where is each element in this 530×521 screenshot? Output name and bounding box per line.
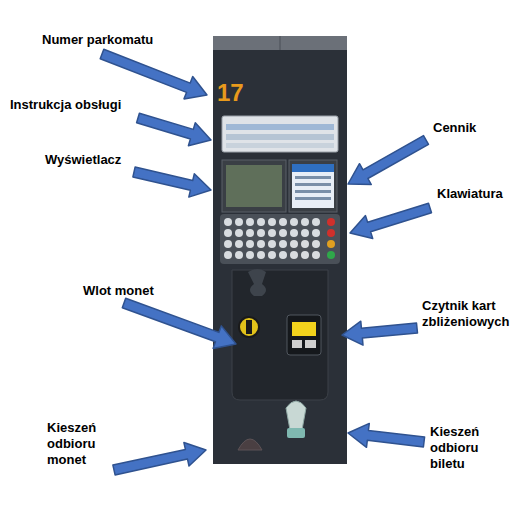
- keypad-key: [290, 240, 298, 248]
- part-label: Instrukcja obsługi: [10, 97, 121, 113]
- price-list-line: [295, 176, 331, 179]
- instruction-strip: [226, 134, 334, 140]
- callout-arrow: [342, 321, 418, 345]
- part-label: Cennik: [433, 120, 476, 136]
- keypad-panel: [220, 214, 340, 264]
- keypad-key: [257, 240, 265, 248]
- part-label: Kieszeń odbioru monet: [47, 420, 109, 468]
- function-key: [327, 229, 335, 237]
- keypad-key: [246, 240, 254, 248]
- price-list-line: [295, 183, 331, 186]
- keypad-key: [257, 218, 265, 226]
- keypad-key: [301, 251, 309, 259]
- callout-arrow: [348, 423, 425, 447]
- callout-arrow: [113, 443, 206, 475]
- callout-arrow: [122, 298, 236, 348]
- keypad-key: [279, 229, 287, 237]
- price-list-frame: [289, 160, 337, 212]
- callout-arrow: [350, 203, 432, 238]
- keypad-key: [290, 218, 298, 226]
- payment-panel: [232, 270, 328, 400]
- keypad-key: [268, 251, 276, 259]
- part-label: Czytnik kart zbliżeniowych: [422, 298, 526, 330]
- keypad-key: [279, 218, 287, 226]
- ticket-pocket: [286, 401, 306, 430]
- display-frame: [222, 160, 286, 212]
- keypad-key: [268, 218, 276, 226]
- solar-panel-seam: [280, 36, 281, 50]
- keypad-key: [279, 240, 287, 248]
- coin-return-pocket: [238, 439, 262, 450]
- keypad-key: [257, 229, 265, 237]
- keypad-key: [235, 218, 243, 226]
- part-label: Wyświetlacz: [45, 152, 121, 168]
- part-label: Numer parkomatu: [42, 32, 153, 48]
- keypad-key: [224, 218, 232, 226]
- meter-body: [213, 36, 347, 464]
- keypad-key: [301, 218, 309, 226]
- keypad-key: [246, 251, 254, 259]
- callout-arrow: [100, 49, 207, 99]
- keypad-key: [257, 251, 265, 259]
- display-screen: [226, 165, 282, 207]
- callout-arrow: [348, 136, 429, 185]
- keypad-key: [224, 251, 232, 259]
- coin-slot-opening: [246, 320, 252, 334]
- price-list-line: [295, 190, 331, 193]
- keypad-key: [301, 229, 309, 237]
- keypad-key: [246, 218, 254, 226]
- keypad-key: [312, 240, 320, 248]
- keypad-key: [235, 251, 243, 259]
- keypad-key: [279, 251, 287, 259]
- keypad-key: [290, 251, 298, 259]
- keypad-key: [268, 240, 276, 248]
- keypad-key: [224, 229, 232, 237]
- solar-panel: [213, 36, 347, 50]
- keypad-key: [312, 229, 320, 237]
- coin-shutter: [248, 269, 266, 296]
- price-list-header: [292, 164, 334, 172]
- keypad-key: [312, 218, 320, 226]
- part-label: Kieszeń odbioru biletu: [430, 424, 492, 472]
- coin-slot: [239, 317, 259, 337]
- price-list-panel: [292, 164, 334, 208]
- keypad-key: [312, 251, 320, 259]
- price-list-line: [295, 197, 331, 200]
- instruction-panel: [222, 116, 338, 152]
- keypad-key: [235, 229, 243, 237]
- function-key: [327, 251, 335, 259]
- card-reader: [287, 315, 321, 355]
- part-label: Klawiatura: [437, 186, 503, 202]
- instruction-strip: [226, 143, 334, 148]
- callout-arrow: [133, 167, 211, 197]
- part-label: Wlot monet: [83, 283, 154, 299]
- function-key: [327, 218, 335, 226]
- contactless-sticker: [292, 322, 316, 336]
- keypad-keys: [224, 218, 335, 259]
- card-icon: [292, 340, 302, 348]
- keypad-key: [224, 240, 232, 248]
- callout-arrow: [137, 113, 211, 146]
- instruction-strip: [226, 124, 334, 130]
- card-icon: [305, 340, 316, 348]
- keypad-key: [268, 229, 276, 237]
- keypad-key: [246, 229, 254, 237]
- function-key: [327, 240, 335, 248]
- meter-number: 17: [217, 80, 244, 106]
- ticket-pocket-base: [287, 428, 305, 438]
- keypad-key: [301, 240, 309, 248]
- keypad-key: [290, 229, 298, 237]
- keypad-key: [235, 240, 243, 248]
